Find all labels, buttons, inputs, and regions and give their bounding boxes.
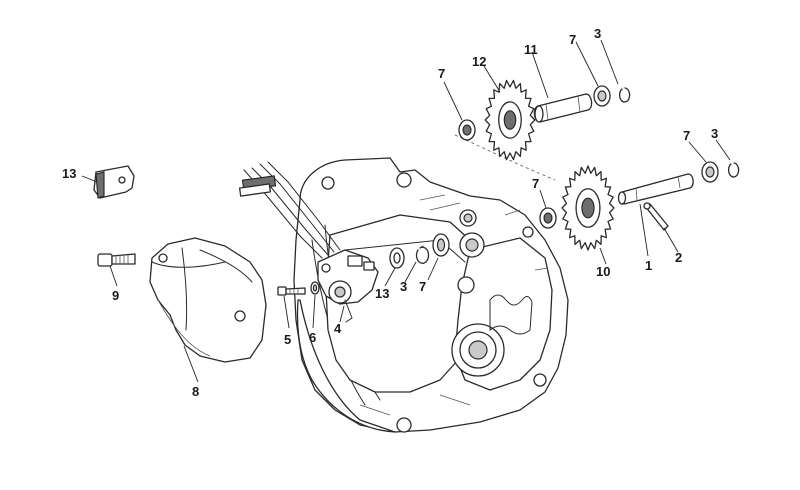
callout-4: 4	[334, 321, 342, 336]
callout-labels: 1 2 3 3 3 4 5 6 7 7 7 7 7 8 9 10 11 12 1…	[62, 26, 718, 399]
oil-pump-assembly	[238, 161, 379, 323]
gear-part-12	[484, 79, 536, 161]
shaft-part-1	[617, 173, 694, 205]
callout-13-upper: 13	[62, 166, 76, 181]
washer-part-13-lower	[389, 247, 405, 269]
callout-3-upper: 3	[594, 26, 601, 41]
washer-part-7-upper-right	[593, 85, 611, 107]
callout-11: 11	[524, 42, 538, 57]
screw-part-5	[277, 286, 306, 296]
leader-lines	[81, 39, 731, 383]
callout-8: 8	[192, 384, 199, 399]
callout-7-right: 7	[683, 128, 690, 143]
callout-7-lower: 7	[419, 279, 426, 294]
callout-2: 2	[675, 250, 682, 265]
clip-plate-part-13	[93, 165, 135, 199]
crankcase-housing	[293, 157, 569, 433]
gear-part-10	[561, 165, 615, 251]
callout-6: 6	[309, 330, 316, 345]
circlip-part-3-lower	[415, 245, 430, 264]
callout-7-upper: 7	[569, 32, 576, 47]
washer-part-6	[310, 281, 320, 295]
callout-5: 5	[284, 332, 291, 347]
shaft-part-11	[533, 93, 593, 123]
callout-7-mid: 7	[532, 176, 539, 191]
callout-10: 10	[596, 264, 610, 279]
pump-cover-part	[149, 237, 267, 363]
callout-1: 1	[645, 258, 652, 273]
washer-part-7-lower	[432, 233, 450, 257]
callout-7-upper-left: 7	[438, 66, 445, 81]
callout-9: 9	[112, 288, 119, 303]
bolt-part-9	[97, 253, 136, 267]
pin-part-2	[643, 202, 669, 231]
callout-3-lower: 3	[400, 279, 407, 294]
washer-part-7-upper-left	[458, 119, 476, 141]
circlip-part-3-upper	[618, 87, 631, 103]
callout-3-right: 3	[711, 126, 718, 141]
washer-part-7-right	[701, 161, 719, 183]
callout-13-lower: 13	[375, 286, 389, 301]
callout-12: 12	[472, 54, 486, 69]
washer-part-7-mid	[539, 207, 557, 229]
circlip-part-3-right	[727, 162, 740, 178]
